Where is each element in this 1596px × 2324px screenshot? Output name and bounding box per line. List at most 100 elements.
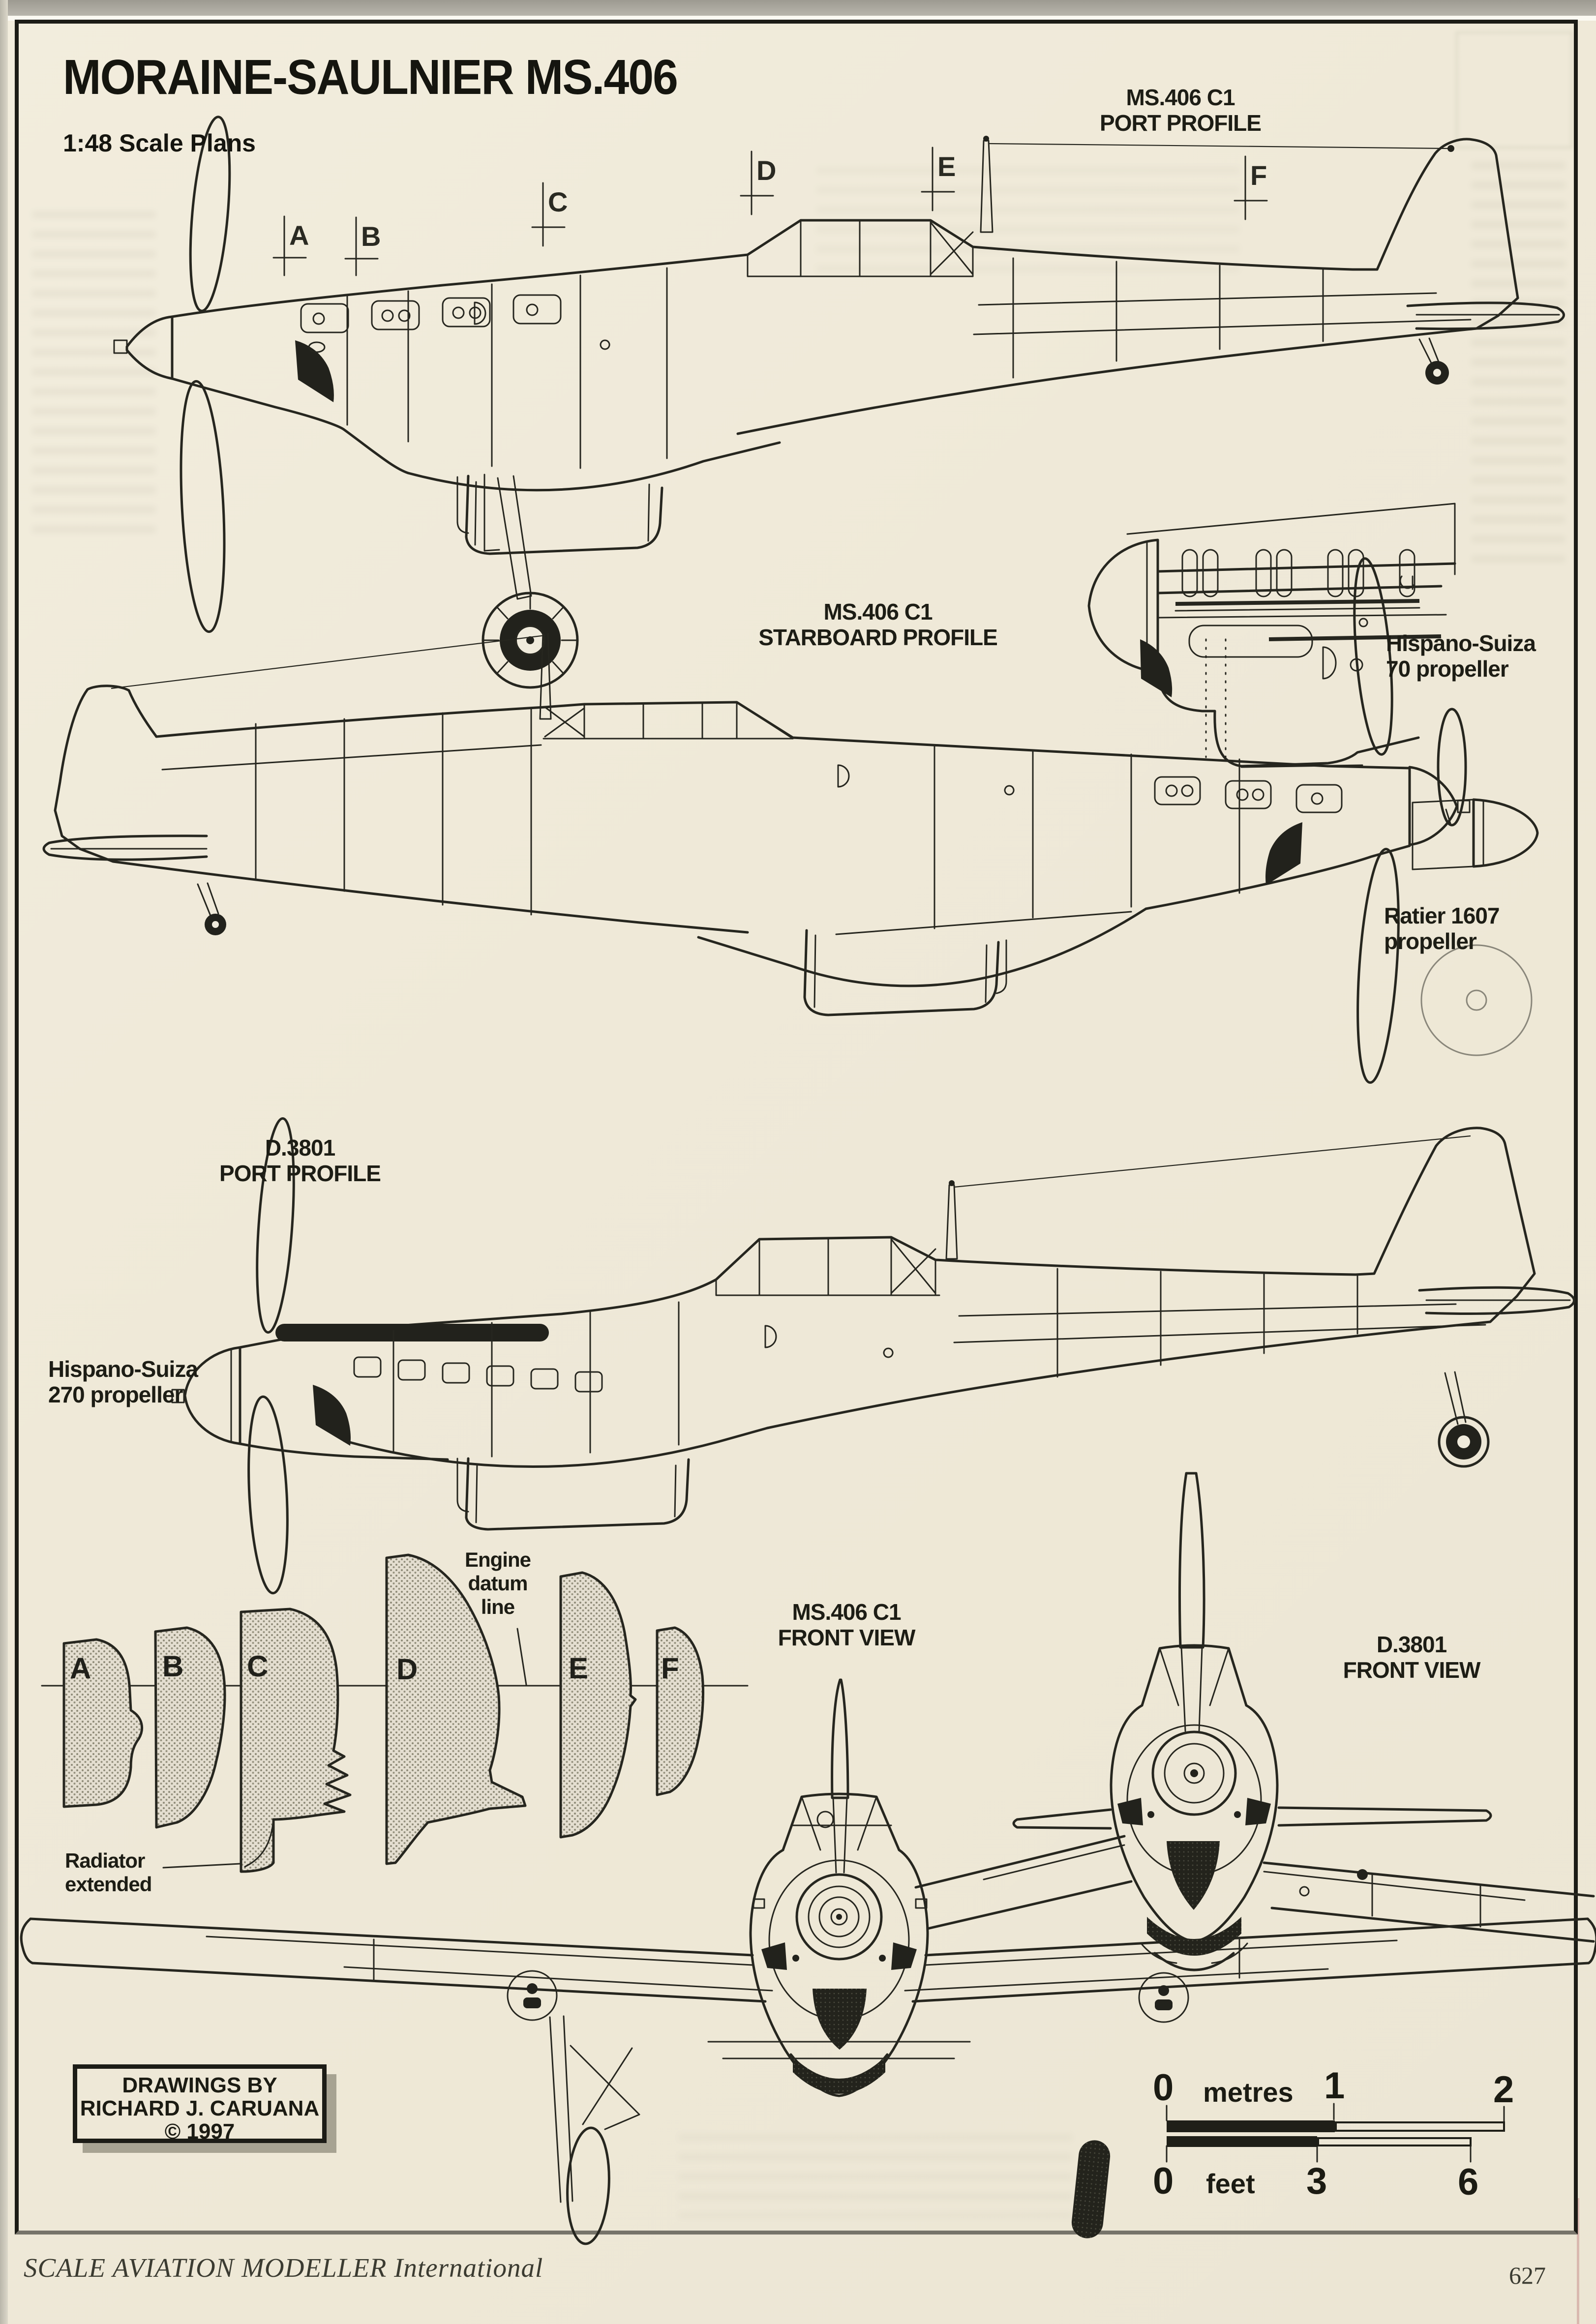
spinner [1408, 766, 1458, 846]
bleedthrough-text-top [816, 167, 1239, 285]
magazine-footer: SCALE AVIATION MODELLER International [24, 2253, 543, 2283]
label-ms406-front-view: MS.406 C1 FRONT VIEW [755, 1599, 937, 1651]
tail-skid [1418, 337, 1449, 385]
section-marker-A: A [289, 220, 309, 251]
spinner [808, 1885, 871, 1948]
label-line: propeller [1384, 928, 1477, 954]
scale-feet-6: 6 [1458, 2161, 1479, 2203]
label-line: 270 propeller [48, 1382, 183, 1408]
exhaust-stubs [353, 1356, 603, 1393]
exhaust-right [1245, 1798, 1271, 1825]
fin-rudder [54, 685, 158, 850]
label-line: MS.406 C1 [1126, 85, 1235, 110]
propeller-blade-upper [256, 1117, 295, 1334]
propeller-blade-lower [1356, 848, 1400, 1084]
section-C [240, 1608, 352, 1873]
scale-bar-metres-outline [1335, 2121, 1505, 2132]
lower-cowl [239, 1442, 449, 1461]
section-marker-D: D [756, 155, 777, 186]
aerial-mast [980, 140, 994, 233]
spinner [1164, 1743, 1225, 1804]
wing-marking-right [1138, 1972, 1189, 2023]
label-hs270-propeller: Hispano-Suiza 270 propeller [48, 1356, 225, 1408]
label-ratier-propeller: Ratier 1607 propeller [1384, 903, 1551, 954]
tailplane [42, 834, 208, 861]
bleedthrough-text-bottom [679, 2134, 1072, 2218]
label-line: Hispano-Suiza [48, 1356, 198, 1382]
propeller-blade-lower [247, 1395, 289, 1595]
drawing-ratier-detail [1412, 708, 1539, 1056]
scale-feet-3: 3 [1306, 2160, 1327, 2202]
scale-metres-0: 0 [1153, 2067, 1174, 2109]
exhaust-left [761, 1942, 787, 1970]
label-d3801-front-view: D.3801 FRONT VIEW [1323, 1632, 1500, 1683]
credit-line-1: DRAWINGS BY [122, 2073, 277, 2097]
page-edge-line [1577, 2198, 1579, 2324]
credit-line-2: RICHARD J. CARUANA [80, 2096, 320, 2121]
radiator-bath [465, 1457, 690, 1531]
canopy [747, 219, 974, 277]
label-line: 70 propeller [1386, 656, 1509, 682]
drawing-ms406-front-view [20, 1678, 1596, 2245]
scale-bar-metres-filled [1167, 2120, 1335, 2132]
wings [914, 1835, 1595, 1943]
spinner [125, 315, 174, 380]
section-F [656, 1626, 705, 1796]
exhaust-right [891, 1942, 917, 1970]
page-subtitle: 1:48 Scale Plans [63, 129, 256, 157]
tailplane-slivers [1012, 1806, 1492, 1830]
label-line: STARBOARD PROFILE [758, 625, 998, 651]
aerial-wire [954, 1135, 1471, 1188]
wing-root-fairing [697, 907, 1147, 987]
label-engine-datum-line: Engine datum line [464, 1548, 531, 1618]
aerial-mast [945, 1184, 958, 1260]
propeller-blade-vertical [831, 1678, 849, 1799]
spinner [183, 1346, 241, 1445]
drawing-hs70-nose-detail [1087, 503, 1456, 768]
label-ms406-port-profile: MS.406 C1 PORT PROFILE [1072, 85, 1289, 136]
label-radiator-extended: Radiator extended [65, 1849, 152, 1896]
label-ms406-starboard-profile: MS.406 C1 STARBOARD PROFILE [733, 599, 1023, 651]
wing-root-fairing [343, 1427, 769, 1468]
cowl-ring [1151, 1730, 1237, 1816]
spinner [1472, 798, 1539, 868]
wing-root-fairing [407, 441, 781, 492]
chin-radiator [793, 2056, 885, 2094]
tailplane [1406, 301, 1565, 330]
fuselage-bottom [78, 847, 749, 934]
drawing-d3801-port-profile [171, 1117, 1575, 1595]
bleedthrough-text-right [1472, 162, 1565, 566]
scale-bar-ticks [1166, 2103, 1505, 2163]
aerial-wire [111, 634, 546, 689]
wings [20, 1917, 1596, 2059]
scale-metres-1: 1 [1324, 2065, 1345, 2107]
panel-lines [392, 1268, 1486, 1458]
radiator-intake [1167, 1841, 1220, 1910]
cross-section-label-D: D [396, 1653, 418, 1686]
cross-section-label-C: C [247, 1650, 269, 1683]
scale-bar-feet-outline [1317, 2137, 1472, 2146]
lower-cowl [1156, 670, 1420, 768]
label-line: MS.406 C1 [792, 1599, 901, 1625]
radiator-bath [465, 475, 663, 555]
drawing-d3801-front-view [914, 1472, 1595, 1971]
section-marker-B: B [361, 221, 381, 252]
section-marker-ticks [272, 147, 1268, 276]
propeller-blade-upper [1353, 557, 1393, 756]
label-line: FRONT VIEW [778, 1625, 916, 1651]
cross-section-label-E: E [569, 1652, 589, 1685]
scale-metres-label: metres [1203, 2077, 1294, 2108]
spinner-front-view [1420, 944, 1533, 1056]
chin-radiator [1147, 1917, 1241, 1956]
panel-lines [346, 257, 1472, 469]
radiator-intake [813, 1989, 867, 2050]
scan-edge-bar [0, 0, 1596, 16]
page-title: MORAINE-SAULNIER MS.406 [63, 50, 678, 105]
canopy [1141, 1644, 1248, 1707]
lower-cowl [1144, 844, 1411, 910]
exhaust-ports [1154, 776, 1343, 813]
wheel-well-shadow [1265, 822, 1302, 885]
credit-line-3: © 1997 [164, 2119, 235, 2144]
